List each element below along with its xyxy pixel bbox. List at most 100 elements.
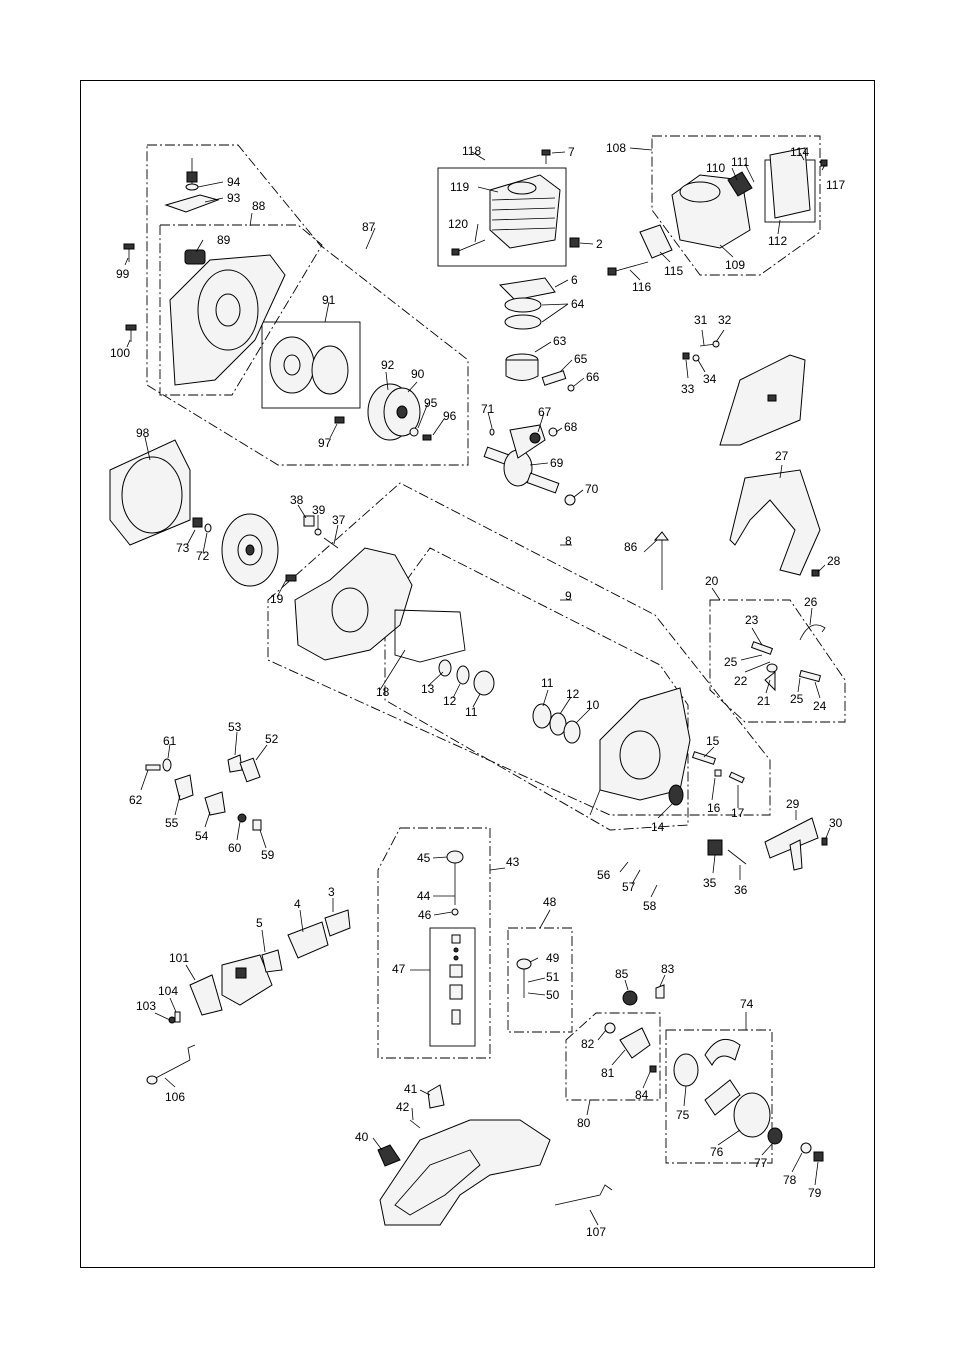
label-42: 42 [396,1100,410,1114]
label-39: 39 [312,503,326,517]
label-90: 90 [411,367,425,381]
label-10: 10 [586,698,600,712]
screw-28 [811,569,820,577]
label-22: 22 [734,674,748,688]
label-17: 17 [731,806,745,820]
label-53: 53 [228,720,242,734]
label-16: 16 [707,801,721,815]
carburetor [221,954,273,1006]
nut-79 [813,1151,824,1162]
label-95: 95 [424,396,438,410]
circlip-66 [567,384,575,392]
throttle-lock-41 [427,1084,445,1109]
intake-4 [287,921,329,959]
group-outline-74 [665,1029,773,1164]
label-18: 18 [376,685,390,699]
label-61: 61 [163,734,177,748]
label-12: 12 [443,694,457,708]
label-56: 56 [597,868,611,882]
screw-7 [541,149,551,164]
brake-parts-20-group [750,641,822,692]
label-54: 54 [195,829,209,843]
label-11: 11 [465,705,478,719]
label-106: 106 [165,1090,185,1104]
label-49: 49 [546,951,560,965]
oil-tube-86 [653,531,669,590]
label-25: 25 [724,655,738,669]
label-87: 87 [362,220,376,234]
label-5: 5 [256,916,263,930]
label-98: 98 [136,426,150,440]
label-84: 84 [635,1088,649,1102]
label-55: 55 [165,816,179,830]
label-101: 101 [169,951,189,965]
label-62: 62 [129,793,143,807]
label-75: 75 [676,1108,690,1122]
label-11b: 11 [541,676,554,690]
label-19: 19 [270,592,284,606]
washer-95 [409,427,419,437]
label-70: 70 [585,482,599,496]
label-73: 73 [176,541,190,555]
label-57: 57 [622,880,636,894]
label-50: 50 [546,988,560,1002]
label-64: 64 [571,297,585,311]
label-108: 108 [606,141,626,155]
label-47: 47 [392,962,406,976]
cylinder [489,174,561,249]
bolt-116 [607,261,649,276]
part-54 [204,791,226,816]
parts-61-62-55 [145,758,194,801]
label-9: 9 [565,589,572,603]
washer-70 [564,494,576,506]
clutch-drum-75 [673,1053,699,1087]
label-37: 37 [332,513,346,527]
piston-pin-65 [541,370,567,386]
oil-pickup-48 [516,958,532,998]
parts-38-39-37 [303,515,339,549]
nut-73 [192,517,203,528]
label-99: 99 [116,267,130,281]
label-97: 97 [318,436,332,450]
starter-pulley [269,336,349,395]
screw-30 [821,837,828,846]
label-43: 43 [506,855,520,869]
bearing-67 [529,432,541,444]
group-outline-80 [565,1012,661,1101]
label-74: 74 [740,997,754,1011]
parts-103-104 [168,1011,181,1024]
label-65: 65 [574,352,588,366]
label-94: 94 [227,175,241,189]
rod-107 [554,1184,613,1206]
screw-36 [727,849,747,865]
label-35: 35 [703,876,717,890]
label-120: 120 [448,217,468,231]
label-117: 117 [826,178,845,192]
oil-pump-parts-15-16-17 [691,751,745,784]
label-79: 79 [808,1186,822,1200]
crankcase-right [589,687,691,816]
plug-2 [569,237,580,248]
label-67: 67 [538,405,552,419]
gasket-5 [261,949,283,973]
screw-97 [334,416,345,424]
leader-lines [124,147,831,1226]
filter-parts-47 [449,934,463,1025]
group-outline-108 [651,135,821,276]
label-20: 20 [705,574,719,588]
gasket-3 [324,909,351,937]
label-112: 112 [768,234,787,248]
label-88: 88 [252,199,266,213]
part-85 [622,990,638,1006]
parts-53-52 [227,754,261,783]
label-81: 81 [601,1066,615,1080]
label-83: 83 [661,962,675,976]
group-outline-87 [146,144,469,466]
chain-brake-cover [719,354,806,446]
starter-cover [169,249,286,386]
label-13: 13 [421,682,435,696]
label-52: 52 [265,732,279,746]
spring-42 [409,1119,421,1129]
lever-26 [799,624,826,641]
chain-catcher-35 [707,839,723,856]
